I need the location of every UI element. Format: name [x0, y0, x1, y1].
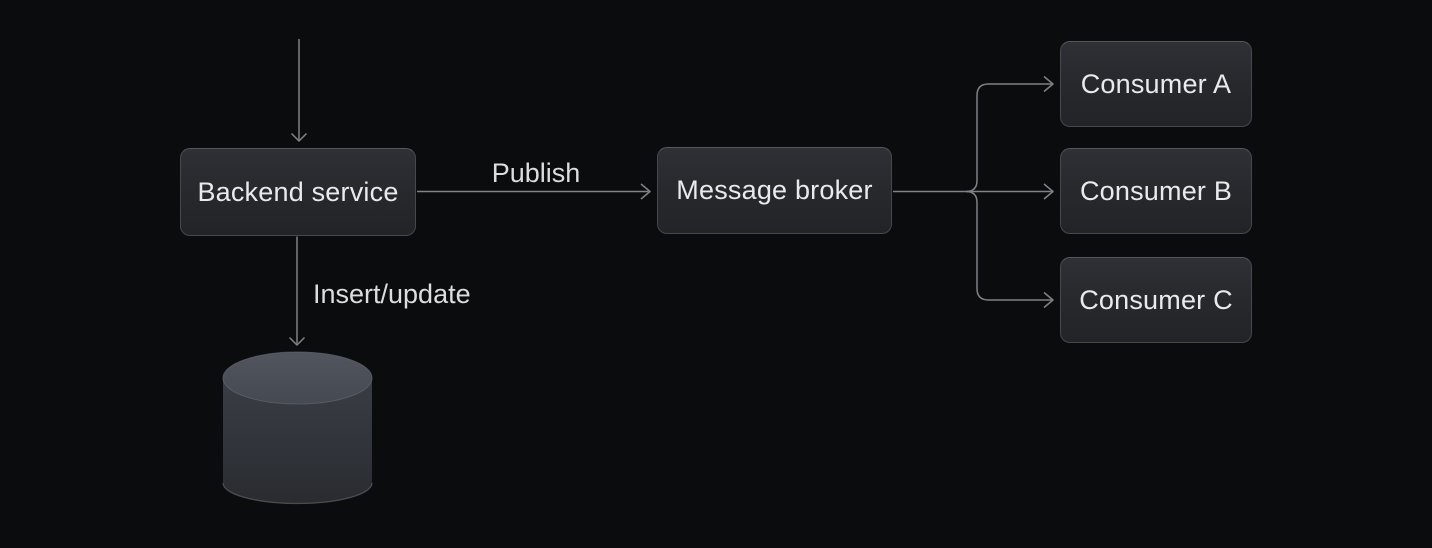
node-consumer-a[interactable]: Consumer A — [1060, 41, 1252, 127]
node-consumer-b[interactable]: Consumer B — [1060, 148, 1252, 234]
edge-label-publish: Publish — [491, 158, 581, 188]
arrowhead-down-icon — [290, 132, 308, 142]
node-message-broker[interactable]: Message broker — [657, 147, 892, 234]
node-consumer-c[interactable]: Consumer C — [1060, 257, 1252, 343]
edge-backend-to-database — [288, 236, 306, 346]
node-message-broker-label: Message broker — [676, 175, 873, 205]
database-cylinder — [222, 351, 373, 505]
edge-top-into-backend — [290, 39, 308, 142]
edge-label-insert-update: Insert/update — [313, 279, 471, 309]
edge-broker-to-consumer-b — [893, 183, 1054, 200]
arrowhead-right-icon — [640, 183, 651, 200]
arrowhead-right-icon — [1043, 183, 1054, 200]
node-backend-service[interactable]: Backend service — [180, 148, 416, 236]
node-consumer-c-label: Consumer C — [1079, 284, 1233, 315]
node-consumer-a-label: Consumer A — [1080, 68, 1232, 99]
edge-broker-to-consumer-c — [965, 190, 1054, 309]
node-consumer-b-label: Consumer B — [1079, 175, 1233, 206]
node-backend-service-label: Backend service — [197, 176, 399, 207]
arrowhead-right-icon — [1043, 75, 1054, 93]
edge-backend-to-broker — [417, 183, 651, 200]
arrowhead-down-icon — [288, 336, 306, 346]
arrowhead-right-icon — [1043, 291, 1054, 309]
edge-broker-to-consumer-a — [965, 75, 1054, 193]
